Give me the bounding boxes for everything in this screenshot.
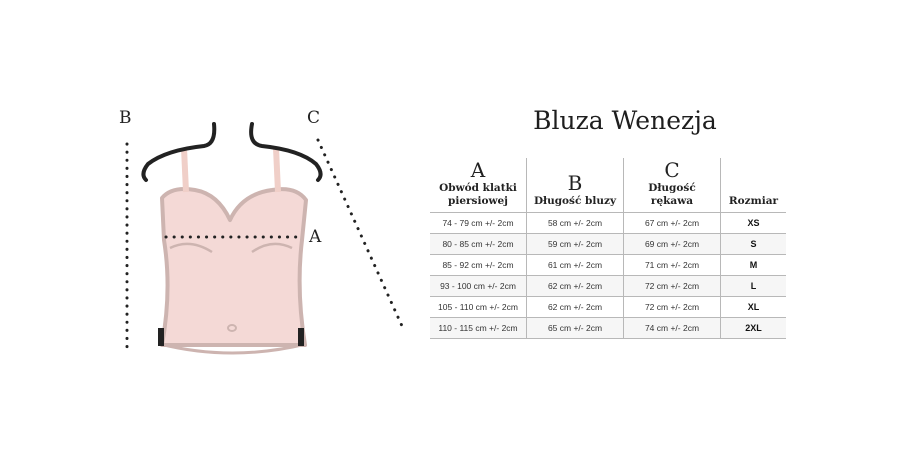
cell-length: 58 cm +/- 2cm: [526, 212, 624, 234]
column-label-c: Długość rękawa: [648, 182, 696, 207]
table-row: 110 - 115 cm +/- 2cm 65 cm +/- 2cm 74 cm…: [430, 317, 786, 339]
strap-left: [181, 147, 189, 193]
shoulder-line-right: [249, 122, 323, 182]
column-letter-b: B: [567, 171, 583, 195]
column-label-a: Obwód klatki piersiowej: [439, 182, 517, 207]
figure-label-c: C: [307, 108, 321, 128]
cell-chest: 105 - 110 cm +/- 2cm: [430, 296, 527, 318]
cell-length: 61 cm +/- 2cm: [526, 254, 624, 276]
camisole-body-shape: [160, 187, 308, 347]
cell-sleeve: 69 cm +/- 2cm: [623, 233, 721, 255]
hip-band: [159, 342, 307, 355]
cup-seam-left: [169, 242, 213, 254]
column-header-a: A Obwód klatki piersiowej: [430, 158, 527, 213]
camisole-measurement-illustration: [125, 122, 404, 355]
cell-size: 2XL: [720, 317, 786, 339]
size-table: A Obwód klatki piersiowej B Długość bluz…: [430, 158, 786, 339]
product-title: Bluza Wenezja: [533, 106, 717, 135]
cell-size: S: [720, 233, 786, 255]
garment-measurement-figure: B C A: [100, 100, 430, 370]
cell-size: XS: [720, 212, 786, 234]
column-header-b: B Długość bluzy: [526, 158, 624, 213]
navel-mark: [227, 324, 237, 332]
table-row: 80 - 85 cm +/- 2cm 59 cm +/- 2cm 69 cm +…: [430, 233, 786, 255]
cell-sleeve: 74 cm +/- 2cm: [623, 317, 721, 339]
figure-label-b: B: [119, 108, 132, 128]
column-letter-c: C: [664, 158, 680, 182]
table-row: 74 - 79 cm +/- 2cm 58 cm +/- 2cm 67 cm +…: [430, 212, 786, 234]
cell-size: L: [720, 275, 786, 297]
cell-sleeve: 72 cm +/- 2cm: [623, 296, 721, 318]
shoulder-line-left: [141, 122, 217, 182]
cell-chest: 74 - 79 cm +/- 2cm: [430, 212, 527, 234]
column-header-c: C Długość rękawa: [623, 158, 721, 213]
cell-length: 59 cm +/- 2cm: [526, 233, 624, 255]
cell-sleeve: 71 cm +/- 2cm: [623, 254, 721, 276]
column-label-b: Długość bluzy: [533, 195, 617, 207]
measure-line-c: [316, 138, 404, 328]
cell-size: XL: [720, 296, 786, 318]
cell-chest: 110 - 115 cm +/- 2cm: [430, 317, 527, 339]
size-table-header: A Obwód klatki piersiowej B Długość bluz…: [430, 158, 786, 213]
cell-size: M: [720, 254, 786, 276]
cell-length: 62 cm +/- 2cm: [526, 296, 624, 318]
cell-chest: 80 - 85 cm +/- 2cm: [430, 233, 527, 255]
figure-label-a: A: [309, 227, 322, 247]
hip-clip-right: [298, 328, 304, 346]
cell-length: 65 cm +/- 2cm: [526, 317, 624, 339]
table-row: 93 - 100 cm +/- 2cm 62 cm +/- 2cm 72 cm …: [430, 275, 786, 297]
cell-sleeve: 67 cm +/- 2cm: [623, 212, 721, 234]
cell-sleeve: 72 cm +/- 2cm: [623, 275, 721, 297]
column-label-size: Rozmiar: [728, 195, 779, 207]
cell-chest: 93 - 100 cm +/- 2cm: [430, 275, 527, 297]
cup-seam-right: [251, 242, 293, 254]
table-row: 85 - 92 cm +/- 2cm 61 cm +/- 2cm 71 cm +…: [430, 254, 786, 276]
cell-length: 62 cm +/- 2cm: [526, 275, 624, 297]
hip-clip-left: [158, 328, 164, 346]
cell-chest: 85 - 92 cm +/- 2cm: [430, 254, 527, 276]
column-letter-a: A: [470, 158, 486, 182]
column-header-size: Rozmiar: [720, 158, 786, 213]
table-row: 105 - 110 cm +/- 2cm 62 cm +/- 2cm 72 cm…: [430, 296, 786, 318]
strap-right: [273, 147, 281, 193]
